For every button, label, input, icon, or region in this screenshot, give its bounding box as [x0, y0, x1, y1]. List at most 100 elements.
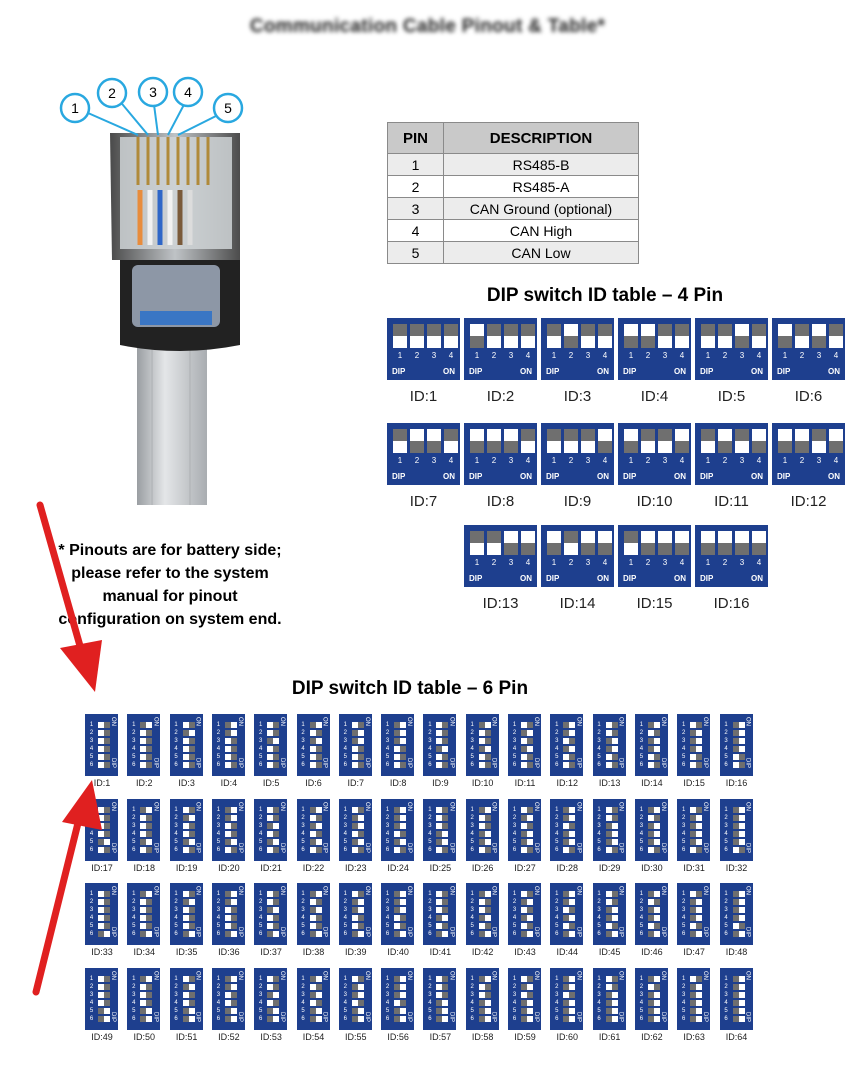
switch-slot: [309, 807, 322, 813]
on-label: ON: [110, 802, 116, 811]
switch-number: 2: [491, 558, 497, 567]
on-label: ON: [152, 971, 159, 980]
switch-slot: [563, 907, 576, 913]
switch-number: 5: [385, 1008, 390, 1014]
on-label: ON: [110, 886, 116, 895]
switch-knob: [624, 336, 638, 348]
switch-number: 4: [428, 746, 432, 752]
switch-number: 2: [343, 899, 347, 905]
dip-label: DIP: [194, 758, 201, 769]
switch-number: 6: [555, 931, 559, 937]
switch-knob: [732, 807, 739, 813]
switch-number: 3: [301, 823, 305, 829]
switch-knob: [393, 429, 407, 441]
switch-knob: [351, 992, 358, 998]
switch-slot: [394, 730, 407, 736]
switch-number: 4: [512, 746, 517, 752]
switch-number: 1: [705, 558, 711, 567]
switch-number: 4: [132, 746, 136, 752]
switch-knob: [146, 992, 153, 998]
switch-number: 2: [385, 899, 390, 905]
switch-knob: [442, 992, 449, 998]
switch-number: 2: [555, 815, 559, 821]
switch-number: 2: [89, 984, 94, 990]
switch-slot: [563, 1000, 576, 1006]
on-label: ON: [617, 802, 624, 811]
switch-knob: [611, 754, 618, 760]
switch-slot: [478, 1008, 491, 1014]
switch-slot: [521, 807, 533, 813]
switch-number: 6: [470, 931, 474, 937]
switch-number: 4: [385, 915, 390, 921]
switch-slot: [182, 730, 195, 736]
pin-callout-3: 3: [137, 76, 169, 108]
switch-knob: [273, 847, 280, 853]
switch-knob: [647, 891, 654, 897]
switch-slot: [641, 324, 655, 348]
switch-slot: [436, 823, 449, 829]
switch-number: 6: [89, 762, 94, 768]
switch-number: 5: [89, 839, 94, 845]
switch-number: 1: [782, 456, 788, 465]
dip-label: DIP: [363, 843, 370, 854]
on-label: ON: [533, 971, 539, 980]
dip6-id-label: ID:60: [556, 1032, 579, 1042]
switch-slot: [478, 847, 491, 853]
dip4-id-label: ID:2: [486, 388, 515, 405]
switch-number: 6: [259, 762, 263, 768]
switch-knob: [647, 976, 654, 982]
switch-number: 5: [259, 1008, 263, 1014]
switch-knob: [104, 807, 110, 813]
switch-knob: [569, 847, 576, 853]
switch-knob: [224, 839, 231, 845]
switch-knob: [605, 823, 612, 829]
on-label: ON: [659, 717, 666, 726]
switch-slot: [98, 984, 110, 990]
switch-knob: [315, 899, 322, 905]
switch-number: 2: [385, 730, 390, 736]
switch-knob: [527, 807, 533, 813]
switch-knob: [442, 762, 449, 768]
switch-slot: [624, 531, 638, 555]
switch-slot: [605, 907, 618, 913]
switch-number: 5: [597, 923, 601, 929]
switch-slot: [563, 1008, 576, 1014]
switch-slot: [647, 891, 660, 897]
switch-number: 1: [782, 351, 788, 360]
switch-knob: [478, 891, 485, 897]
switch-knob: [738, 754, 745, 760]
switch-number: 6: [385, 847, 390, 853]
switch-knob: [563, 915, 570, 921]
switch-number: 2: [216, 730, 221, 736]
switch-slot: [140, 899, 153, 905]
switch-slot: [690, 815, 703, 821]
switch-knob: [309, 891, 316, 897]
description-cell: RS485-A: [443, 175, 639, 198]
on-label: ON: [236, 802, 243, 811]
on-label: ON: [597, 367, 609, 376]
switch-knob: [267, 839, 274, 845]
switch-knob: [732, 891, 739, 897]
switch-slot: [140, 815, 153, 821]
dip6-id-label: ID:22: [302, 863, 325, 873]
switch-number: 3: [682, 823, 686, 829]
switch-number: 3: [174, 992, 178, 998]
switch-knob: [188, 754, 195, 760]
switch-number: 6: [301, 931, 305, 937]
description-cell: CAN High: [443, 219, 639, 242]
switch-knob: [309, 907, 316, 913]
switch-number: 5: [89, 754, 94, 760]
switch-slot: [605, 891, 618, 897]
switch-knob: [478, 1008, 485, 1014]
switch-slot: [393, 429, 407, 453]
switch-slot: [470, 531, 484, 555]
switch-knob: [738, 847, 745, 853]
switch-slot: [521, 847, 533, 853]
